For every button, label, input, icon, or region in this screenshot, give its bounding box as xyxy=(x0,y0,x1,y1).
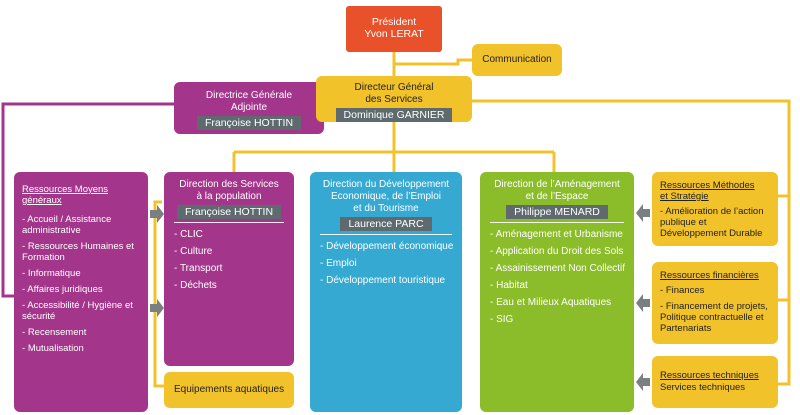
connector-communication xyxy=(394,58,472,66)
list-item: Aménagement et Urbanisme xyxy=(490,229,634,241)
population-title-2: à la population xyxy=(196,191,262,202)
equipements-label: Equipements aquatiques xyxy=(174,384,285,395)
eco-title-2: Economique, de l’Emploi xyxy=(330,191,442,202)
dga-box: Directrice Générale Adjointe Françoise H… xyxy=(174,82,324,134)
list-item: Amélioration de l’action publique et Dév… xyxy=(660,206,774,239)
techniques-line: Services techniques xyxy=(660,382,746,393)
list-item: Déchets xyxy=(174,280,294,292)
res-methodes-box: Ressources Méthodes et Stratégie Amélior… xyxy=(652,172,778,246)
separator xyxy=(320,234,452,235)
list-item: Assainissement Non Collectif xyxy=(490,263,634,275)
list-item: Développement économique xyxy=(320,241,462,253)
list-item: Informatique xyxy=(22,268,142,279)
separator xyxy=(174,222,284,223)
moyens-title-1: Ressources Moyens xyxy=(22,184,109,195)
dir-population-box: Direction des Services à la population F… xyxy=(164,172,294,366)
eco-title-3: et du Tourisme xyxy=(353,203,419,214)
methodes-list: Amélioration de l’action publique et Dév… xyxy=(660,206,774,239)
eco-list: Développement économique Emploi Développ… xyxy=(310,241,462,287)
connector-equipements xyxy=(153,200,164,388)
population-name: Françoise HOTTIN xyxy=(176,205,282,219)
list-item: Développement touristique xyxy=(320,275,462,287)
dgs-box: Directeur Général des Services Dominique… xyxy=(316,76,472,122)
res-techniques-box: Ressources techniques Services technique… xyxy=(652,356,778,408)
list-item: Culture xyxy=(174,246,294,258)
list-item: Affaires juridiques xyxy=(22,284,142,295)
eco-name: Laurence PARC xyxy=(340,217,432,231)
president-name: Yvon LERAT xyxy=(364,28,424,40)
arrow-right-1 xyxy=(150,205,164,223)
list-item: Transport xyxy=(174,263,294,275)
amenagement-title-1: Direction de l’Aménagement xyxy=(494,179,620,190)
list-item: Recensement xyxy=(22,327,142,338)
arrow-left-1 xyxy=(636,204,650,222)
res-financieres-box: Ressources financières Finances Financem… xyxy=(652,262,778,344)
list-item: Finances xyxy=(660,285,774,296)
dgs-title-2: des Services xyxy=(365,94,423,105)
list-item: Accessibilité / Hygiène et sécurité xyxy=(22,300,142,322)
dga-name: Françoise HOTTIN xyxy=(196,116,302,130)
list-item: Ressources Humaines et Formation xyxy=(22,241,142,263)
ressources-moyens-box: Ressources Moyens généraux Accueil / Ass… xyxy=(14,172,148,412)
list-item: Accueil / Assistance administrative xyxy=(22,214,142,236)
dir-eco-box: Direction du Développement Economique, d… xyxy=(310,172,462,412)
dgs-name: Dominique GARNIER xyxy=(335,108,453,122)
connector-right-bus xyxy=(470,99,791,386)
communication-label: Communication xyxy=(482,54,552,65)
amenagement-name: Philippe MENARD xyxy=(506,205,608,219)
dga-title-2: Adjointe xyxy=(230,102,268,113)
financieres-title: Ressources financières xyxy=(660,270,759,281)
president-box: Président Yvon LERAT xyxy=(346,6,442,52)
dgs-title-1: Directeur Général xyxy=(354,82,434,93)
list-item: Mutualisation xyxy=(22,343,142,354)
list-item: Eau et Milieux Aquatiques xyxy=(490,297,634,309)
methodes-title-2: et Stratégie xyxy=(660,191,709,202)
connector-moyens xyxy=(1,102,174,298)
separator xyxy=(490,222,624,223)
arrow-left-3 xyxy=(636,373,650,391)
amenagement-list: Aménagement et Urbanisme Application du … xyxy=(480,229,634,326)
communication-box: Communication xyxy=(472,44,562,76)
list-item: Financement de projets, Politique contra… xyxy=(660,301,774,334)
methodes-title-1: Ressources Méthodes xyxy=(660,180,755,191)
list-item: CLIC xyxy=(174,229,294,241)
techniques-title: Ressources techniques xyxy=(660,370,759,381)
list-item: SIG xyxy=(490,314,634,326)
equipements-box: Equipements aquatiques xyxy=(164,372,294,408)
arrow-left-2 xyxy=(636,294,650,312)
president-title: Président xyxy=(371,16,417,28)
moyens-title-2: généraux xyxy=(22,195,62,206)
amenagement-title-2: et de l’Espace xyxy=(525,191,589,202)
arrow-right-2 xyxy=(150,299,164,317)
population-list: CLIC Culture Transport Déchets xyxy=(164,229,294,292)
moyens-list: Accueil / Assistance administrative Ress… xyxy=(22,214,142,354)
financieres-list: Finances Financement de projets, Politiq… xyxy=(660,285,774,334)
list-item: Habitat xyxy=(490,280,634,292)
list-item: Emploi xyxy=(320,258,462,270)
eco-title-1: Direction du Développement xyxy=(322,179,450,190)
dir-amenagement-box: Direction de l’Aménagement et de l’Espac… xyxy=(480,172,634,412)
list-item: Application du Droit des Sols xyxy=(490,246,634,258)
dga-title-1: Directrice Générale xyxy=(205,90,293,101)
population-title-1: Direction des Services xyxy=(179,179,279,190)
